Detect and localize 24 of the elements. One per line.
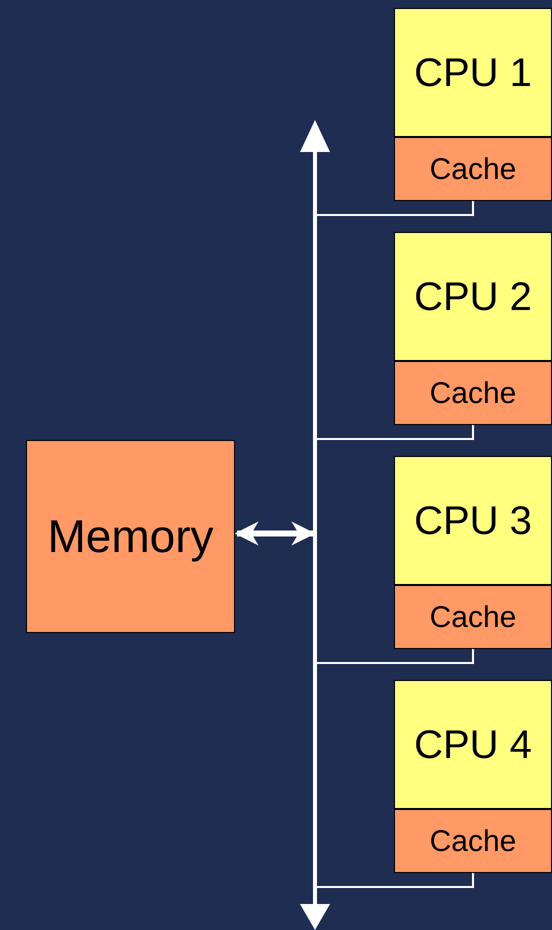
node-label: Cache [430,600,516,634]
node-label: CPU 3 [414,498,532,542]
cpu-box [394,456,552,585]
connector-line [316,873,474,888]
connector-line [316,201,474,216]
cpu-box [394,680,552,809]
memory-box [26,440,235,633]
node-label: Cache [430,152,516,186]
bus-line [300,120,330,930]
cpu-box [394,232,552,361]
node-label: CPU 2 [414,274,532,318]
node-label: Cache [430,376,516,410]
cache-box [394,137,552,201]
node-label: Memory [47,511,214,562]
node-label: Cache [430,824,516,858]
connector-line [316,649,474,664]
cache-box [394,361,552,425]
arrow [234,522,316,546]
connector-line [316,425,474,440]
node-label: CPU 4 [414,722,532,766]
node-label: CPU 1 [414,50,532,94]
cpu-box [394,8,552,137]
cache-box [394,585,552,649]
cache-box [394,809,552,873]
